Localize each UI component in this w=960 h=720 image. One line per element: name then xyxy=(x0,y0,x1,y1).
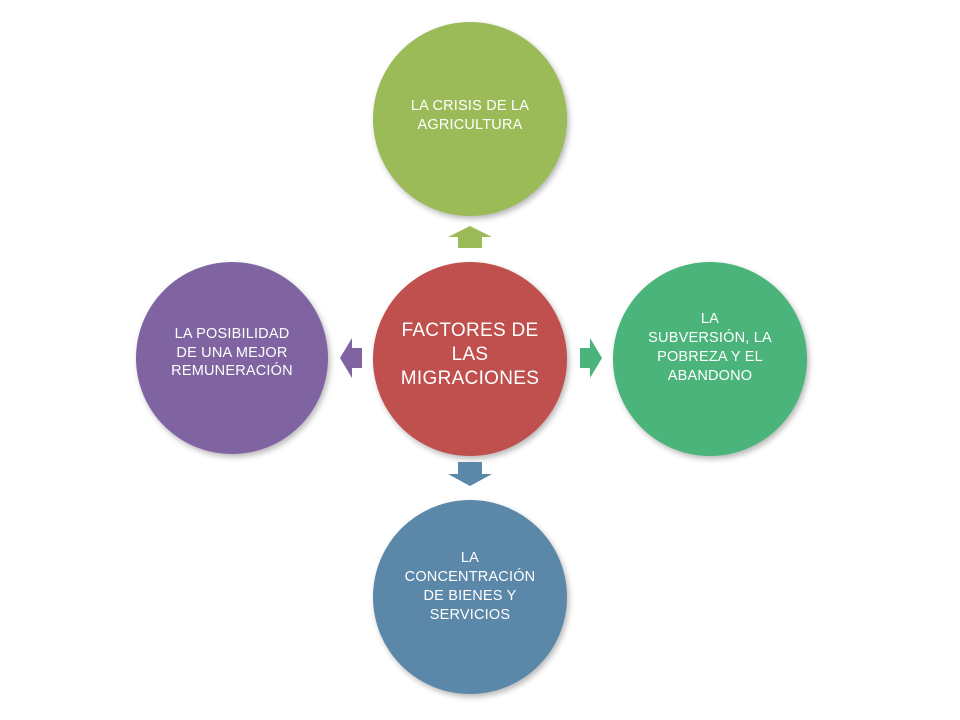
arrow-up-icon xyxy=(448,226,492,248)
circle-agriculture-crisis: LA CRISIS DE LA AGRICULTURA xyxy=(373,22,567,216)
circle-better-pay-label: LA POSIBILIDAD DE UNA MEJOR REMUNERACIÓN xyxy=(171,325,293,380)
circle-agriculture-crisis-label: LA CRISIS DE LA AGRICULTURA xyxy=(410,98,530,133)
arrow-down-icon xyxy=(448,462,492,486)
circle-better-pay: LA POSIBILIDAD DE UNA MEJOR REMUNERACIÓN xyxy=(136,262,328,454)
circle-subversion-poverty-label: LA SUBVERSIÓN, LA POBREZA Y EL ABANDONO xyxy=(648,311,772,384)
circle-migration-factors-label: FACTORES DE LAS MIGRACIONES xyxy=(400,320,540,389)
circle-goods-concentration: LA CONCENTRACIÓN DE BIENES Y SERVICIOS xyxy=(373,500,567,694)
arrow-left-icon xyxy=(340,338,362,378)
circle-migration-factors: FACTORES DE LAS MIGRACIONES xyxy=(373,262,567,456)
arrow-right-icon xyxy=(580,338,602,378)
circle-goods-concentration-label: LA CONCENTRACIÓN DE BIENES Y SERVICIOS xyxy=(404,550,536,623)
circle-subversion-poverty: LA SUBVERSIÓN, LA POBREZA Y EL ABANDONO xyxy=(613,262,807,456)
